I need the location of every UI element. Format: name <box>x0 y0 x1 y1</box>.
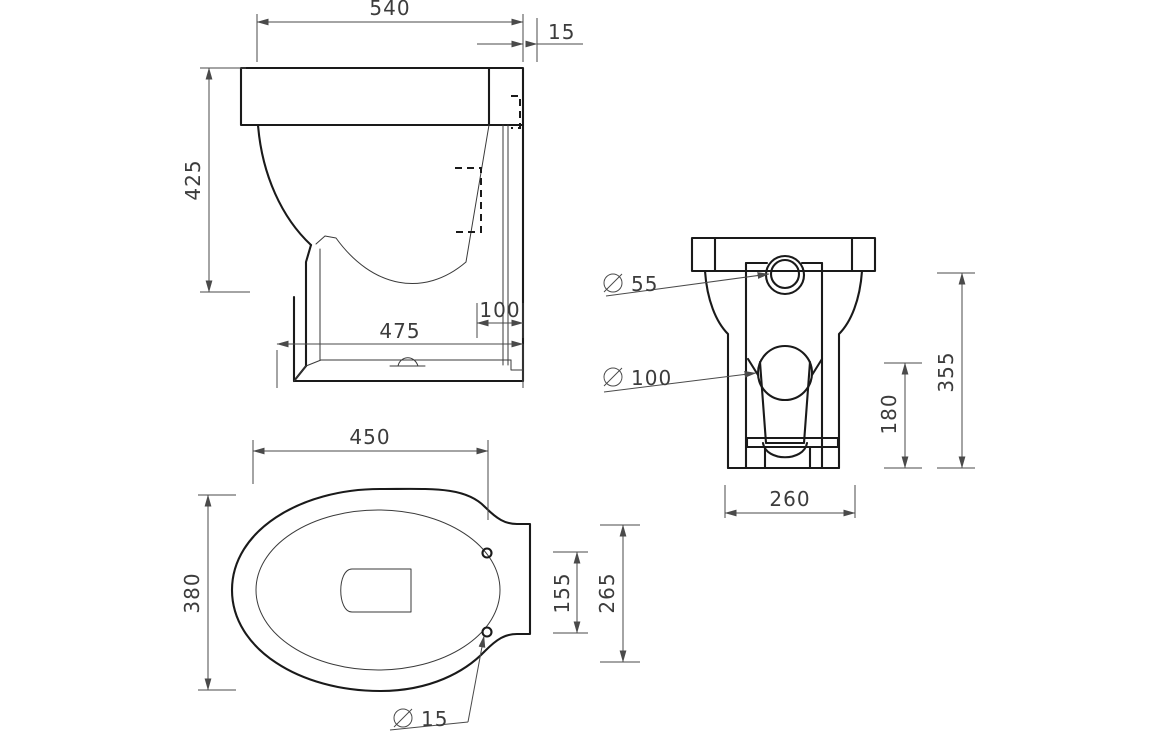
dimension-180: 180 <box>877 362 922 469</box>
front-soil-outlet-circle <box>756 344 814 402</box>
dimension-label-355: 355 <box>934 351 958 392</box>
side-plinth-chamfer <box>293 365 307 382</box>
dimension-425: 425 <box>181 67 250 293</box>
plan-outer-outline <box>230 487 532 693</box>
dimension-label-450: 450 <box>349 425 390 449</box>
dimension-label-180: 180 <box>877 393 901 434</box>
front-trap-bottom-arc <box>761 441 809 459</box>
dimension-label-380: 380 <box>180 572 204 613</box>
dimension-540: 540 <box>256 0 524 62</box>
dia-symbol-100-icon <box>603 367 623 387</box>
front-trap-tick-right <box>810 357 824 377</box>
leader-dia-55 <box>605 272 770 297</box>
callout-dia-55: 55 <box>603 272 770 297</box>
leader-shelf-dia-15 <box>389 721 469 731</box>
side-bowl-inner-curve <box>315 124 490 284</box>
dimension-450: 450 <box>252 425 489 520</box>
dimension-label-475: 475 <box>379 319 420 343</box>
dimension-155: 155 <box>550 551 588 634</box>
side-plinth-rear <box>510 359 524 371</box>
dimension-label-15: 15 <box>548 20 575 44</box>
dimension-15: 15 <box>477 18 583 62</box>
side-top-slab-outline <box>239 66 525 127</box>
callout-dia-100: 100 <box>603 366 757 393</box>
callout-label-dia-55: 55 <box>631 272 658 296</box>
leader-dia-15 <box>467 635 486 723</box>
dimension-100-side: 100 <box>476 298 524 338</box>
dimension-355: 355 <box>934 272 975 469</box>
front-skirt-right <box>837 269 864 470</box>
dimension-380: 380 <box>180 494 236 691</box>
side-plinth-top-line <box>305 359 512 367</box>
callout-dia-15: 15 <box>389 635 486 731</box>
side-floor-notch-arc <box>397 357 419 367</box>
plan-fixing-hole-lower <box>481 626 493 638</box>
plan-fixing-hole-upper <box>481 547 493 559</box>
dimension-265: 265 <box>595 524 640 663</box>
front-fixing-bracket <box>745 436 840 449</box>
callout-label-dia-15: 15 <box>421 707 448 731</box>
dimension-label-155: 155 <box>550 572 574 613</box>
view-side-elevation: 540 15 425 475 100 <box>181 0 583 388</box>
dia-symbol-55-icon <box>603 273 623 293</box>
front-top-slab <box>690 236 877 273</box>
callout-label-dia-100: 100 <box>631 366 672 390</box>
dimension-label-260: 260 <box>769 487 810 511</box>
plan-centre-aperture <box>340 568 412 613</box>
view-front-elevation: 55 100 355 180 <box>603 236 975 518</box>
dia-symbol-15-icon <box>393 708 413 728</box>
dimension-label-100-side: 100 <box>479 298 520 322</box>
side-pedestal-left-edge <box>304 243 313 368</box>
front-skirt-left <box>703 269 730 470</box>
side-bowl-front-curve <box>256 123 313 247</box>
side-hidden-detail-upper <box>511 95 521 129</box>
dimension-260: 260 <box>724 485 856 518</box>
dimension-label-425: 425 <box>181 159 205 200</box>
leader-dia-100 <box>603 371 757 393</box>
front-trap-tick-left <box>746 357 760 377</box>
dimension-label-540: 540 <box>369 0 410 20</box>
view-plan: 450 380 155 265 <box>180 425 640 731</box>
dimension-label-265: 265 <box>595 572 619 613</box>
plan-seat-inner-ring <box>255 509 501 671</box>
side-hidden-detail-lower <box>455 167 482 233</box>
dimension-475: 475 <box>276 319 524 388</box>
front-trap-taper <box>758 360 812 445</box>
front-flush-inlet-inner <box>769 258 801 290</box>
